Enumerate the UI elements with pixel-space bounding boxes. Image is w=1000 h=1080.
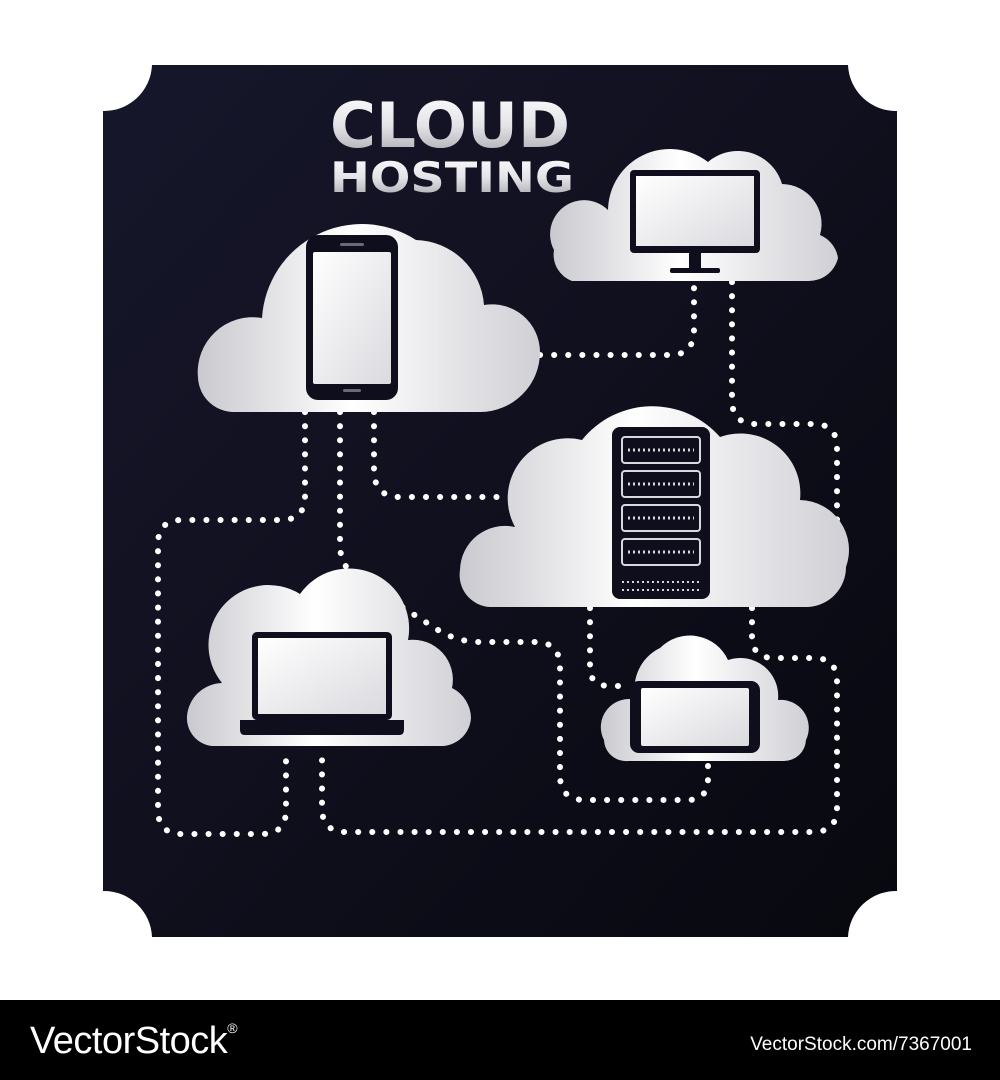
title-line-1: CLOUD <box>330 89 570 162</box>
title-line-2: HOSTING <box>330 153 574 202</box>
cloud-hosting-poster: CLOUD HOSTING <box>103 65 897 937</box>
poster-title: CLOUD HOSTING <box>330 89 574 202</box>
smartphone-icon <box>306 235 398 400</box>
server-rack-icon <box>612 427 710 599</box>
smartphone-cloud <box>197 224 540 412</box>
laptop-cloud <box>186 568 471 747</box>
server-cloud <box>459 406 849 607</box>
monitor-icon <box>630 170 760 273</box>
monitor-cloud <box>550 148 838 282</box>
connector-smartphone-monitor <box>537 279 697 358</box>
connector-smartphone-laptop <box>155 409 308 837</box>
brand-logo: VectorStock® <box>30 1020 238 1063</box>
connector-smartphone-server <box>371 409 503 500</box>
tablet-cloud <box>600 635 809 762</box>
brand-name: VectorStock <box>30 1020 228 1062</box>
laptop-icon <box>240 632 404 735</box>
footer-bar: VectorStock® VectorStock.com/7367001 <box>0 1000 1000 1080</box>
image-credit: VectorStock.com/7367001 <box>750 1034 972 1055</box>
connector-monitor-server <box>729 279 840 548</box>
registered-mark: ® <box>227 1020 238 1036</box>
tablet-icon <box>630 681 760 753</box>
